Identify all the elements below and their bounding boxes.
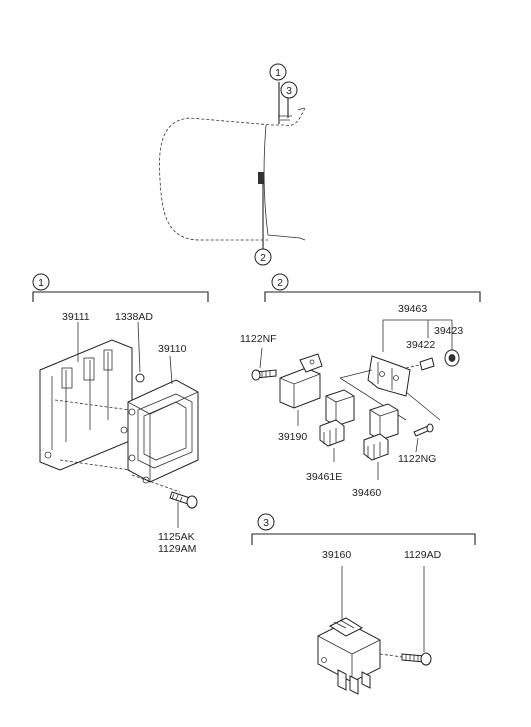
label-1129am: 1129AM — [158, 543, 196, 555]
label-39110: 39110 — [158, 343, 187, 355]
bolt-1125ak — [169, 491, 198, 509]
leader-1122nf — [259, 347, 263, 369]
leader-1338ad — [137, 321, 141, 373]
label-39190: 39190 — [278, 431, 307, 443]
mount-location-marker — [258, 172, 264, 184]
group-1-bracket-line — [32, 291, 209, 302]
label-39461e: 39461E — [306, 471, 342, 483]
label-39423: 39423 — [434, 325, 463, 337]
label-1122ng: 1122NG — [398, 453, 436, 465]
group-2: 2 39463 39423 39422 — [240, 273, 481, 499]
label-39463: 39463 — [398, 303, 427, 315]
leader-1122ng — [415, 437, 419, 453]
label-39422: 39422 — [406, 339, 435, 351]
relay-39461e — [319, 389, 355, 447]
ecu-39110 — [127, 379, 199, 484]
vehicle-callout-2: 2 — [254, 248, 272, 266]
bracket-39111 — [39, 339, 133, 471]
callout-label: 2 — [260, 252, 266, 264]
vehicle-callout-3: 3 — [280, 81, 298, 99]
relay-39460 — [363, 403, 399, 461]
group-2-marker — [271, 273, 289, 291]
bolt-1122nf — [251, 369, 277, 381]
group-3-number: 3 — [263, 517, 269, 529]
callout-label: 3 — [286, 85, 292, 97]
leader-39463 — [382, 319, 429, 352]
label-39111: 39111 — [62, 311, 90, 323]
vehicle-callout-1: 1 — [269, 63, 287, 81]
clip-1338ad — [135, 373, 145, 383]
label-1125ak: 1125AK — [158, 531, 195, 543]
callout-label: 1 — [275, 67, 281, 79]
unit-39160 — [317, 617, 381, 695]
label-39460: 39460 — [352, 487, 381, 499]
group-3-bracket-line — [251, 533, 476, 545]
label-1122nf: 1122NF — [240, 333, 277, 345]
leader-39110 — [169, 355, 173, 385]
vehicle-outline — [159, 82, 306, 250]
nut-39423 — [444, 349, 460, 367]
group-1-marker — [32, 273, 50, 291]
relay-39190 — [279, 353, 323, 409]
group-2-bracket-line — [264, 291, 481, 302]
group-1-number: 1 — [38, 277, 44, 289]
group-1: 1 39111 1338AD 39110 — [32, 273, 209, 555]
label-1338ad: 1338AD — [115, 311, 153, 323]
group-3-marker — [257, 513, 275, 531]
relay-bracket-39463 — [339, 355, 441, 421]
group-2-number: 2 — [277, 277, 283, 289]
collar-39422 — [405, 357, 435, 371]
bolt-1122ng — [413, 423, 434, 437]
label-39160: 39160 — [322, 549, 351, 561]
bolt-1129ad — [379, 652, 432, 666]
group-3: 3 39160 1129AD — [251, 513, 476, 695]
label-1129ad: 1129AD — [404, 549, 442, 561]
